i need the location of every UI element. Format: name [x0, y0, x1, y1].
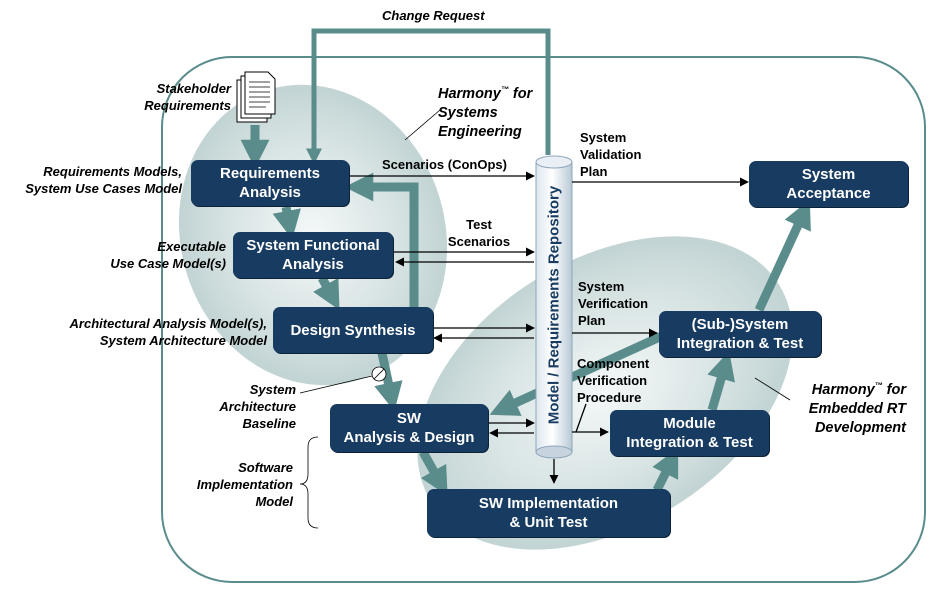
flow-subsys-to-acceptance [754, 199, 811, 312]
system-validation-plan-label: System Validation Plan [580, 130, 642, 179]
iteration-loop-arrow [344, 172, 419, 308]
flow-design-to-sw [374, 352, 403, 412]
system-functional-analysis-box[interactable]: System Functional Analysis [233, 232, 393, 278]
trademark-symbol: ™ [874, 381, 883, 390]
system-verification-plan-label: System Verification Plan [578, 279, 649, 328]
component-verification-label: Component Verification Procedure [577, 356, 650, 405]
flow-subsys-to-sw [489, 330, 666, 416]
flow-sw-to-impl [419, 449, 448, 497]
harmony-se-rest: for Systems Engineering [438, 85, 533, 140]
system-architecture-baseline-label: System Architecture Baseline [219, 382, 296, 431]
harmony-se-brand: Harmony [438, 85, 501, 102]
test-scenarios-label: Test Scenarios [447, 217, 511, 249]
repository-label: Model / Requirements Repository [545, 185, 563, 425]
info-flow-arrows [348, 171, 749, 484]
harmony-ert-label: Harmony™ for Embedded RT Development [786, 376, 906, 438]
harmony-se-label: Harmony™ for Systems Engineering [438, 80, 532, 142]
design-synthesis-box[interactable]: Design Synthesis [273, 307, 433, 353]
sw-analysis-design-box[interactable]: SW Analysis & Design [330, 404, 488, 452]
requirements-models-label: Requirements Models, System Use Cases Mo… [25, 164, 182, 196]
outer-frame [161, 56, 926, 583]
software-implementation-model-label: Software Implementation Model [196, 460, 293, 509]
document-stack-icon [236, 71, 276, 123]
leader-lines [299, 109, 791, 529]
subsystem-integration-box[interactable]: (Sub-)System Integration & Test [659, 311, 821, 357]
flow-req-to-func [272, 206, 301, 240]
requirements-analysis-box[interactable]: Requirements Analysis [191, 160, 349, 206]
repository-cylinder [535, 155, 573, 459]
change-request-label: Change Request [382, 8, 485, 23]
architectural-models-label: Architectural Analysis Model(s), System … [69, 316, 267, 348]
harmony-ert-rest: for Embedded RT Development [808, 381, 906, 436]
flow-module-to-subsys [707, 350, 735, 412]
harmony-ert-brand: Harmony [811, 381, 875, 398]
stakeholder-requirements-label: Stakeholder Requirements [144, 81, 231, 113]
system-acceptance-box[interactable]: System Acceptance [749, 161, 908, 207]
module-integration-box[interactable]: Module Integration & Test [610, 410, 769, 456]
scenarios-label: Scenarios (ConOps) [382, 157, 507, 172]
change-request-arrow [305, 28, 551, 165]
sw-implementation-box[interactable]: SW Implementation & Unit Test [427, 489, 670, 537]
flow-impl-to-module [652, 447, 679, 493]
executable-use-case-label: Executable Use Case Model(s) [110, 239, 226, 271]
trademark-symbol: ™ [500, 85, 509, 94]
flow-func-to-design [313, 275, 340, 311]
